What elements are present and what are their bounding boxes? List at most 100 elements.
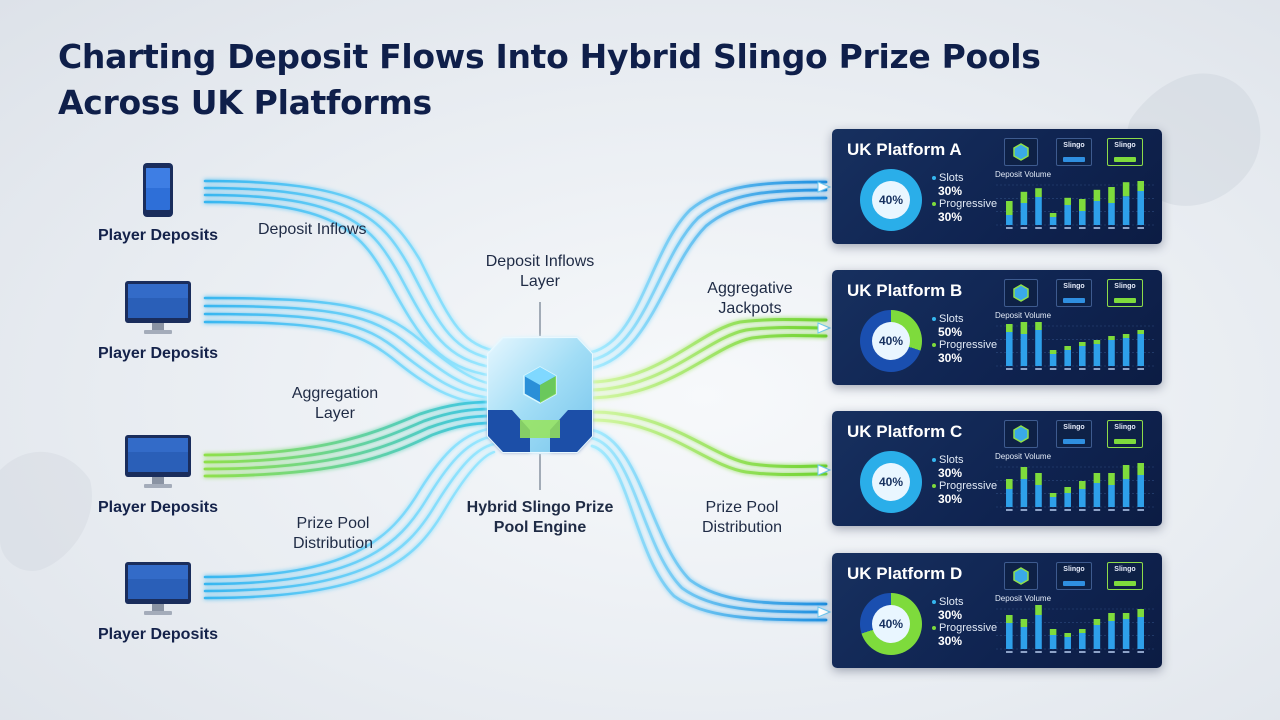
flow-bundle-4	[203, 426, 496, 600]
chart-bar-segment	[1064, 487, 1071, 493]
chart-tick-mark	[1137, 227, 1144, 229]
chart-bar-segment	[1093, 344, 1101, 366]
chart-bar-segment	[1079, 633, 1086, 649]
chart-bar-segment	[1064, 197, 1071, 205]
chart-bar-segment	[1049, 354, 1057, 366]
flow-bundle-1	[203, 179, 502, 378]
slingo-badge-icon: Slingo	[1056, 138, 1092, 166]
flow-bundle-3	[203, 400, 494, 478]
legend-label: Slots	[939, 172, 964, 184]
hexagon-logo-icon	[1004, 562, 1038, 590]
chart-bar-segment	[1035, 615, 1042, 649]
left-flows	[203, 179, 502, 600]
flow-out-a	[590, 180, 828, 370]
chart-bar-segment	[1108, 203, 1115, 225]
chart-bar-segment	[1006, 201, 1013, 215]
platform-name: UK Platform B	[847, 281, 963, 300]
monitor-icon	[125, 562, 191, 615]
chart-tick-mark	[1079, 651, 1086, 653]
chart-bar-segment	[1108, 473, 1115, 485]
platform-name: UK Platform C	[847, 422, 963, 441]
chart-tick-mark	[1064, 651, 1071, 653]
chart-bar-segment	[1079, 342, 1086, 346]
chart-tick-mark	[1122, 227, 1130, 229]
source-label: Player Deposits	[97, 626, 219, 643]
donut-label: 40%	[872, 181, 910, 219]
chart-bar-segment	[1093, 473, 1101, 483]
hexagon-logo-icon	[1004, 138, 1038, 166]
chart-tick-mark	[1049, 651, 1057, 653]
platform-name: UK Platform D	[847, 564, 963, 583]
chart-bar-segment	[1108, 613, 1115, 621]
source-player-deposits-1: Player Deposits	[58, 162, 258, 245]
chart-bar-segment	[1108, 187, 1115, 203]
chart-bar-segment	[1064, 493, 1071, 507]
source-label: Player Deposits	[97, 227, 219, 244]
chart-title: Deposit Volume	[995, 594, 1052, 603]
chart-bar-segment	[1006, 489, 1013, 507]
chart-bar-segment	[1064, 633, 1071, 637]
chart-tick-mark	[1006, 509, 1013, 511]
chart-bar-segment	[1049, 350, 1057, 354]
chart-tick-mark	[1006, 651, 1013, 653]
chart-tick-mark	[1108, 651, 1115, 653]
chart-tick-mark	[1122, 509, 1130, 511]
legend-value: 30%	[938, 351, 963, 365]
chart-tick-mark	[1064, 509, 1071, 511]
chart-bar-segment	[1122, 196, 1130, 225]
slingo-badge-icon: Slingo	[1107, 279, 1143, 307]
source-label: Player Deposits	[97, 499, 219, 516]
chart-tick-mark	[1035, 368, 1042, 370]
chart-bar-segment	[1006, 332, 1013, 366]
chart-bar-segment	[1108, 621, 1115, 649]
chart-bar-segment	[1064, 637, 1071, 649]
legend-label: Progressive	[939, 198, 998, 210]
chart-bar-segment	[1137, 191, 1144, 225]
chart-bar-segment	[1035, 485, 1042, 507]
arrow-c	[817, 464, 832, 476]
chart-bar-segment	[1064, 346, 1071, 350]
donut-chart: 40%	[860, 310, 922, 372]
label-aggregative-jackpots: Aggregative Jackpots	[707, 280, 793, 317]
deposit-volume-chart	[996, 181, 1154, 229]
chart-bar-segment	[1093, 340, 1101, 344]
chart-tick-mark	[1137, 368, 1144, 370]
chart-title: Deposit Volume	[995, 311, 1052, 320]
chart-bar-segment	[1020, 322, 1028, 334]
arrow-a	[817, 181, 832, 193]
chart-bar-segment	[1137, 330, 1144, 334]
arrow-b	[817, 322, 832, 334]
chart-tick-mark	[1006, 368, 1013, 370]
chart-bar-segment	[1079, 629, 1086, 633]
chart-bar-segment	[1020, 479, 1028, 507]
chart-bar-segment	[1049, 217, 1057, 225]
chart-bar-segment	[1122, 338, 1130, 366]
chart-bar-segment	[1079, 199, 1086, 211]
chart-bar-segment	[1064, 350, 1071, 366]
chart-bar-segment	[1137, 475, 1144, 507]
chart-bar-segment	[1049, 629, 1057, 635]
chart-bar-segment	[1093, 619, 1101, 625]
right-flows	[590, 180, 828, 622]
chart-bar-segment	[1093, 483, 1101, 507]
chart-bar-segment	[1006, 215, 1013, 225]
donut-chart: 40%	[860, 169, 922, 231]
chart-bar-segment	[1122, 613, 1130, 619]
chart-tick-mark	[1020, 227, 1028, 229]
chart-tick-mark	[1035, 509, 1042, 511]
hexagon-logo-icon	[1004, 279, 1038, 307]
legend-label: Progressive	[939, 339, 998, 351]
hexagon-logo-icon	[1004, 420, 1038, 448]
chart-bar-segment	[1079, 481, 1086, 489]
legend-value: 50%	[938, 325, 963, 339]
flow-bundle-2	[203, 296, 494, 407]
chart-bar-segment	[1035, 197, 1042, 225]
chart-bar-segment	[1137, 334, 1144, 366]
legend-value: 30%	[938, 634, 963, 648]
donut-label: 40%	[872, 605, 910, 643]
